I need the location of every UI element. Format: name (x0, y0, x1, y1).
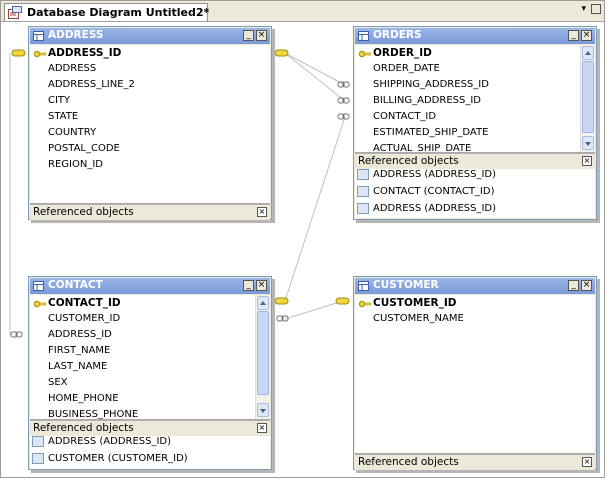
diagram-file-icon (8, 6, 22, 19)
editor-tab-bar: Database Diagram Untitled2* ▾ (1, 1, 604, 22)
column-row[interactable]: ADDRESS_LINE_2 (48, 79, 135, 90)
table-icon (358, 281, 369, 291)
tab-title: Database Diagram Untitled2* (27, 6, 210, 19)
table-icon (357, 203, 369, 214)
table-name: CONTACT (48, 279, 103, 291)
column-row[interactable]: REGION_ID (48, 159, 103, 170)
primary-key-icon (359, 300, 371, 308)
column-row[interactable]: CUSTOMER_ID (373, 297, 457, 309)
column-list[interactable]: ADDRESS_ID ADDRESS ADDRESS_LINE_2 CITY S… (30, 45, 270, 204)
close-button[interactable]: × (256, 30, 267, 41)
column-row[interactable]: LAST_NAME (48, 361, 108, 372)
table-header[interactable]: CUSTOMER _ × (355, 278, 595, 294)
referenced-objects-label: Referenced objects (33, 422, 134, 434)
vertical-scrollbar[interactable] (255, 295, 270, 419)
table-name: ADDRESS (48, 29, 104, 41)
minimize-button[interactable]: _ (568, 30, 579, 41)
column-row[interactable]: SEX (48, 377, 68, 388)
column-row[interactable]: ADDRESS_ID (48, 329, 112, 340)
referenced-objects-list: ADDRESS (ADDRESS_ID) CUSTOMER (CUSTOMER_… (30, 436, 270, 469)
column-row[interactable]: FIRST_NAME (48, 345, 111, 356)
close-button[interactable]: × (256, 280, 267, 291)
column-row[interactable]: BILLING_ADDRESS_ID (373, 95, 481, 106)
column-row[interactable]: CONTACT_ID (48, 297, 121, 309)
referenced-objects-header[interactable]: Referenced objects × (355, 454, 595, 470)
minimize-button[interactable]: _ (243, 280, 254, 291)
column-row[interactable]: BUSINESS_PHONE (48, 409, 139, 420)
minimize-button[interactable]: _ (243, 30, 254, 41)
table-icon (32, 453, 44, 464)
column-row[interactable]: ACTUAL_SHIP_DATE (373, 143, 472, 153)
tab-list-dropdown-icon[interactable]: ▾ (581, 4, 586, 14)
close-button[interactable]: × (581, 280, 592, 291)
table-header[interactable]: CONTACT _ × (30, 278, 270, 294)
column-row[interactable]: CUSTOMER_NAME (373, 313, 464, 324)
column-row[interactable]: CUSTOMER_ID (48, 313, 121, 324)
table-orders[interactable]: ORDERS _ × ORDER_ID ORDER_DATE SHIPPING_… (353, 26, 597, 220)
column-row[interactable]: SHIPPING_ADDRESS_ID (373, 79, 489, 90)
column-row[interactable]: ORDER_DATE (373, 63, 440, 74)
scroll-down-button[interactable] (257, 403, 269, 417)
table-icon (357, 186, 369, 197)
referenced-object[interactable]: ADDRESS (ADDRESS_ID) (357, 169, 496, 186)
tab-database-diagram[interactable]: Database Diagram Untitled2* (4, 3, 210, 21)
vertical-scrollbar[interactable] (580, 45, 595, 152)
column-row[interactable]: POSTAL_CODE (48, 143, 120, 154)
referenced-objects-label: Referenced objects (358, 155, 459, 167)
table-name: ORDERS (373, 29, 422, 41)
column-row[interactable]: COUNTRY (48, 127, 97, 138)
referenced-object[interactable]: CUSTOMER (CUSTOMER_ID) (32, 453, 188, 470)
table-icon (358, 31, 369, 41)
close-referenced-icon[interactable]: × (582, 457, 592, 467)
table-contact[interactable]: CONTACT _ × CONTACT_ID CUSTOMER_ID ADDRE… (28, 276, 272, 470)
table-name: CUSTOMER (373, 279, 439, 291)
referenced-object[interactable]: ADDRESS (ADDRESS_ID) (32, 436, 171, 453)
scroll-up-button[interactable] (582, 46, 594, 60)
minimize-button[interactable]: _ (568, 280, 579, 291)
table-header[interactable]: ADDRESS _ × (30, 28, 270, 44)
column-row[interactable]: ADDRESS (48, 63, 97, 74)
maximize-editor-icon[interactable] (591, 4, 601, 14)
referenced-objects-label: Referenced objects (358, 456, 459, 468)
referenced-objects-label: Referenced objects (33, 206, 134, 218)
table-customer[interactable]: CUSTOMER _ × CUSTOMER_ID CUSTOMER_NAME R… (353, 276, 597, 470)
column-row[interactable]: ORDER_ID (373, 47, 432, 59)
primary-key-icon (34, 50, 46, 58)
scroll-down-button[interactable] (582, 136, 594, 150)
column-row[interactable]: STATE (48, 111, 79, 122)
scroll-up-button[interactable] (257, 296, 269, 310)
close-referenced-icon[interactable]: × (257, 423, 267, 433)
column-list[interactable]: CUSTOMER_ID CUSTOMER_NAME (355, 295, 595, 454)
column-row[interactable]: ADDRESS_ID (48, 47, 122, 59)
table-address[interactable]: ADDRESS _ × ADDRESS_ID ADDRESS ADDRESS_L… (28, 26, 272, 220)
table-icon (357, 169, 369, 180)
table-icon (32, 436, 44, 447)
referenced-objects-header[interactable]: Referenced objects × (30, 204, 270, 220)
scroll-thumb[interactable] (257, 311, 269, 395)
column-row[interactable]: HOME_PHONE (48, 393, 119, 404)
primary-key-icon (34, 300, 46, 308)
referenced-objects-list: ADDRESS (ADDRESS_ID) CONTACT (CONTACT_ID… (355, 169, 595, 218)
column-row[interactable]: CONTACT_ID (373, 111, 437, 122)
referenced-objects-header[interactable]: Referenced objects × (30, 420, 270, 436)
primary-key-icon (359, 50, 371, 58)
referenced-object[interactable]: CONTACT (CONTACT_ID) (357, 186, 494, 203)
column-row[interactable]: ESTIMATED_SHIP_DATE (373, 127, 489, 138)
close-referenced-icon[interactable]: × (257, 207, 267, 217)
table-icon (33, 31, 44, 41)
table-header[interactable]: ORDERS _ × (355, 28, 595, 44)
referenced-object[interactable]: ADDRESS (ADDRESS_ID) (357, 203, 496, 220)
scroll-thumb[interactable] (582, 61, 594, 133)
close-button[interactable]: × (581, 30, 592, 41)
close-referenced-icon[interactable]: × (582, 156, 592, 166)
column-list[interactable]: CONTACT_ID CUSTOMER_ID ADDRESS_ID FIRST_… (30, 295, 270, 420)
referenced-objects-header[interactable]: Referenced objects × (355, 153, 595, 169)
table-icon (33, 281, 44, 291)
column-list[interactable]: ORDER_ID ORDER_DATE SHIPPING_ADDRESS_ID … (355, 45, 595, 153)
column-row[interactable]: CITY (48, 95, 71, 106)
